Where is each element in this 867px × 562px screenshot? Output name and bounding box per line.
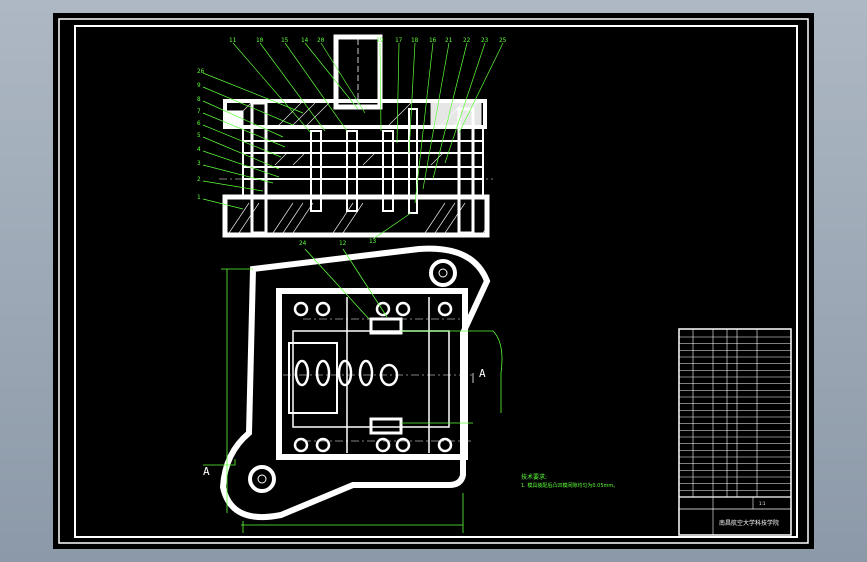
svg-text:13: 13 <box>369 238 377 245</box>
svg-text:12: 12 <box>339 240 347 247</box>
tech-notes-line1: 1. 模具装配后凸凹模间隙均匀为0.05mm。 <box>521 482 618 489</box>
svg-text:18: 18 <box>411 37 419 44</box>
punch-plate <box>242 126 484 142</box>
outer-frame <box>58 18 809 544</box>
title-block <box>678 328 792 536</box>
svg-text:4: 4 <box>197 146 201 153</box>
svg-text:16: 16 <box>429 37 437 44</box>
guide-post-right <box>457 107 475 235</box>
title-block-university: 南昌航空大学科技学院 <box>719 519 779 527</box>
die-block <box>276 288 468 460</box>
section-marker-left: A <box>203 465 210 478</box>
svg-text:10: 10 <box>256 37 264 44</box>
svg-text:14: 14 <box>301 37 309 44</box>
svg-text:9: 9 <box>197 82 201 89</box>
svg-text:26: 26 <box>197 68 205 75</box>
svg-text:24: 24 <box>299 240 307 247</box>
svg-text:1: 1 <box>197 194 201 201</box>
inner-frame <box>74 25 798 538</box>
dimension-lines <box>203 248 503 533</box>
svg-text:3: 3 <box>197 160 201 167</box>
svg-text:21: 21 <box>445 37 453 44</box>
title-block-scale: 1:1 <box>759 501 766 506</box>
svg-text:5: 5 <box>197 132 201 139</box>
guide-hole-top <box>429 259 457 287</box>
svg-text:2: 2 <box>197 176 201 183</box>
svg-text:15: 15 <box>281 37 289 44</box>
svg-text:25: 25 <box>499 37 507 44</box>
svg-text:17: 17 <box>395 37 403 44</box>
svg-text:22: 22 <box>463 37 471 44</box>
plan-view <box>219 245 491 521</box>
guide-hole-bottom <box>248 465 276 493</box>
svg-text:6: 6 <box>197 120 201 127</box>
stripper-plate <box>242 140 484 154</box>
die-base-outline <box>219 245 491 521</box>
svg-text:23: 23 <box>481 37 489 44</box>
tech-notes-title: 技术要求: <box>521 473 547 481</box>
svg-text:7: 7 <box>197 108 201 115</box>
section-marker-right: A <box>479 367 486 380</box>
front-section-view <box>219 34 493 238</box>
svg-text:8: 8 <box>197 96 201 103</box>
svg-text:19: 19 <box>376 37 384 44</box>
svg-text:11: 11 <box>229 37 237 44</box>
svg-text:20: 20 <box>317 37 325 44</box>
part-number-leaders <box>202 42 504 240</box>
